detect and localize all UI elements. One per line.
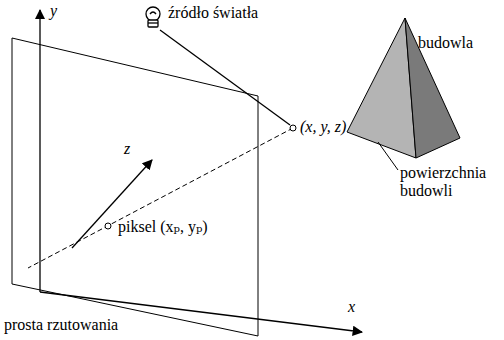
surface-point bbox=[290, 125, 296, 131]
pyramid-face-left bbox=[347, 18, 416, 158]
leader-line bbox=[378, 142, 398, 170]
surface-label: powierzchnia budowli bbox=[400, 164, 500, 199]
projection-plane bbox=[12, 38, 258, 336]
axis-label: x bbox=[348, 298, 355, 316]
axis-label: z bbox=[124, 140, 130, 158]
building-label: budowla bbox=[418, 34, 473, 52]
light-ray bbox=[160, 30, 290, 125]
light-source-label: źródło światła bbox=[168, 4, 258, 22]
projection-line-label: prosta rzutowania bbox=[4, 316, 118, 334]
point-label: (x, y, z) bbox=[300, 118, 346, 136]
projection-line bbox=[28, 128, 293, 268]
pixel-label: piksel (xₚ, yₚ) bbox=[118, 218, 208, 236]
y-axis bbox=[39, 10, 40, 292]
light-bulb bbox=[146, 7, 160, 27]
pixel-point bbox=[105, 223, 111, 229]
axis-label: y bbox=[50, 2, 57, 20]
